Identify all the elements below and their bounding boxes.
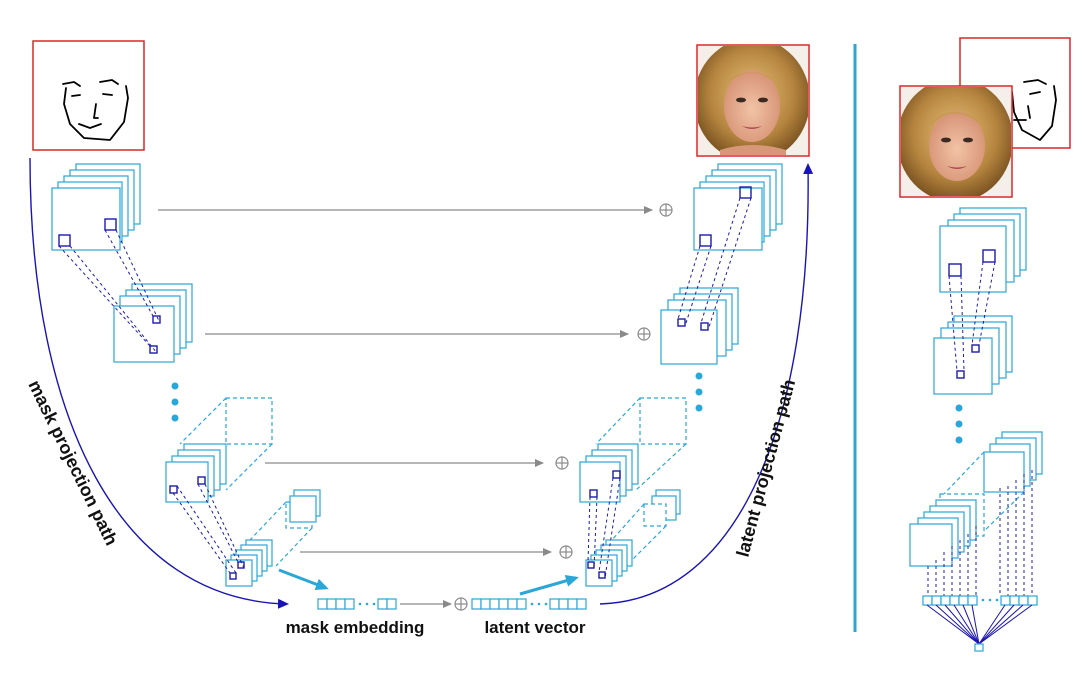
face-photo-icon [698, 46, 808, 155]
latent-projection-path-label: latent projection path [733, 377, 800, 559]
right-output-unit [974, 643, 984, 652]
oplus-icon [555, 456, 569, 470]
oplus-icon [637, 327, 651, 341]
right-layer-1 [939, 207, 1027, 293]
right-projection-lines [948, 261, 996, 372]
encoder-to-embedding-arrow [278, 568, 329, 591]
right-layer-2 [933, 315, 1013, 395]
encoder-projection-lines [58, 229, 245, 574]
mask-embedding-label: mask embedding [286, 618, 425, 637]
oplus-icon [454, 597, 468, 611]
mask-projection-curve [29, 157, 289, 609]
latent-vector-label: latent vector [484, 618, 585, 637]
decoder-dots [695, 372, 703, 412]
right-photo-frame [899, 85, 1013, 198]
encoder-layer-4 [225, 489, 321, 587]
oplus-icon [559, 545, 573, 559]
decoder-layer-3 [579, 397, 687, 503]
latent-projection-curve [599, 163, 814, 605]
input-sketch-frame [32, 40, 145, 151]
right-dots [955, 404, 963, 444]
encoder-dots [171, 382, 179, 422]
encoder-layer-3 [165, 397, 273, 503]
encoder-layer-2 [113, 283, 193, 363]
face-sketch-icon [1011, 79, 1057, 141]
face-sketch-icon [62, 79, 129, 141]
encoder-layer-1 [51, 163, 141, 251]
latent-to-decoder-arrow [519, 574, 579, 596]
mask-projection-path-label: mask projection path [24, 377, 121, 548]
right-kernels [948, 249, 996, 379]
face-photo-icon [901, 87, 1011, 196]
decoder-projection-lines [587, 197, 752, 579]
right-vertical-dashes [927, 470, 1033, 596]
encoder-kernels [58, 218, 245, 580]
decoder-kernels [587, 186, 752, 579]
mask-embedding-vector [317, 598, 397, 610]
latent-vector [471, 598, 587, 610]
right-fan-lines [926, 604, 1033, 645]
output-photo-frame [696, 44, 810, 157]
oplus-icons [454, 203, 673, 611]
skip-connections [158, 206, 653, 556]
right-vector [922, 595, 1038, 606]
oplus-icon [659, 203, 673, 217]
decoder-layer-2 [660, 287, 739, 365]
right-layer-3 [909, 431, 1043, 567]
decoder-layer-1 [693, 163, 783, 251]
